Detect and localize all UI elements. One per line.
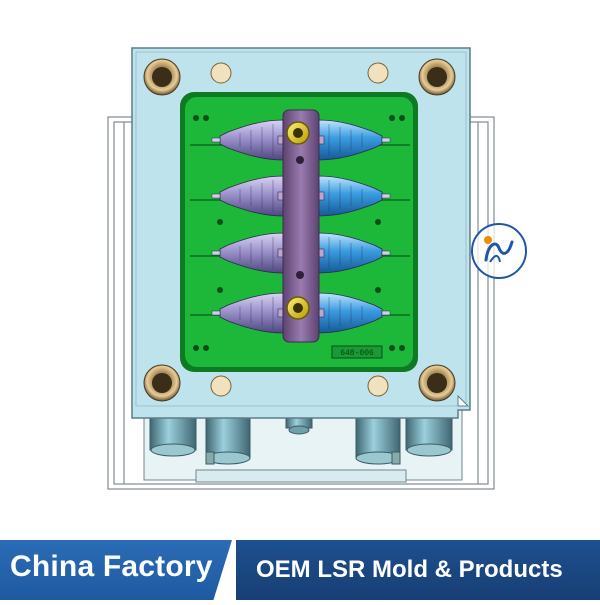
runner-bar: [282, 109, 320, 343]
part-left-4: [211, 292, 285, 334]
part-left-2: [211, 175, 285, 217]
banner-right-panel: OEM LSR Mold & Products: [236, 540, 600, 600]
promo-banner: China Factory OEM LSR Mold & Products: [0, 540, 600, 600]
molded-parts: [211, 119, 391, 334]
banner-left-text: China Factory: [10, 550, 213, 583]
part-right-3: [317, 232, 391, 274]
part-left-3: [211, 232, 285, 274]
guide-bushings: [143, 58, 456, 402]
part-left-1: [211, 119, 285, 161]
part-right-1: [317, 119, 391, 161]
banner-right-text: OEM LSR Mold & Products: [256, 556, 563, 583]
part-right-2: [317, 175, 391, 217]
part-right-4: [317, 292, 391, 334]
logo-icon: [470, 222, 528, 280]
banner-left-panel: China Factory: [0, 540, 232, 600]
part-label-plate: 648-006: [331, 345, 383, 359]
part-label: 648-006: [340, 349, 374, 358]
